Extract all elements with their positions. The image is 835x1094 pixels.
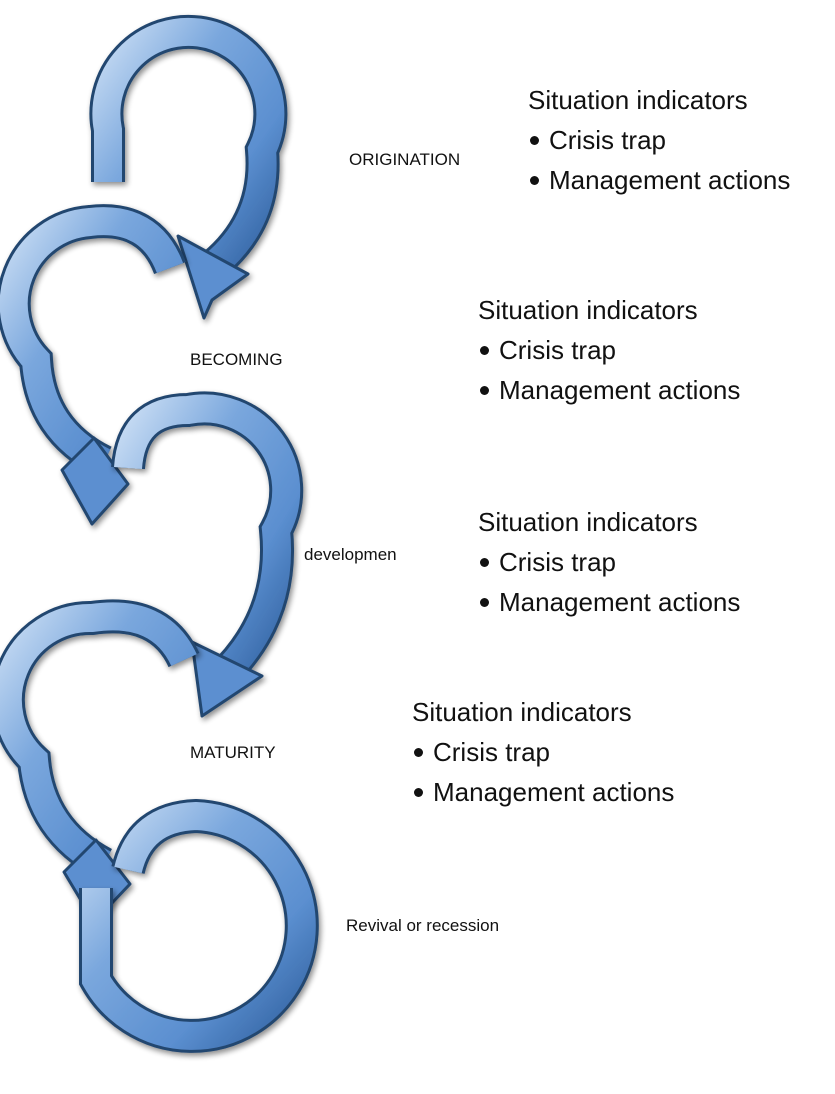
bullet-item: Management actions — [478, 370, 740, 410]
bullet-dot-icon — [480, 597, 489, 607]
bullet-text: Crisis trap — [549, 125, 667, 155]
bullet-text: Management actions — [549, 165, 791, 195]
bullet-item: Management actions — [412, 772, 674, 812]
bullet-text: Crisis trap — [433, 737, 551, 767]
bullet-text: Management actions — [433, 777, 675, 807]
info-heading: Situation indicators — [412, 697, 632, 727]
bullet-dot-icon — [480, 557, 489, 567]
curved-arrow-2-icon — [0, 204, 186, 526]
bullet-dot-icon — [414, 747, 423, 757]
bullet-item: Crisis trap — [478, 330, 740, 370]
bullet-item: Crisis trap — [412, 732, 674, 772]
info-heading: Situation indicators — [478, 295, 698, 325]
stage-label-origination: ORIGINATION — [349, 150, 461, 169]
bullet-dot-icon — [530, 175, 539, 185]
bullet-item: Crisis trap — [528, 120, 790, 160]
bullet-dot-icon — [414, 787, 423, 797]
stage-label-development: developmen — [304, 545, 397, 564]
bullet-text: Crisis trap — [499, 547, 617, 577]
info-block-1: Situation indicators Crisis trap Managem… — [528, 80, 790, 200]
info-block-2: Situation indicators Crisis trap Managem… — [478, 290, 740, 410]
stage-label-maturity: MATURITY — [190, 743, 276, 762]
bullet-item: Management actions — [478, 582, 740, 622]
curved-arrow-1-icon — [89, 14, 288, 320]
curved-arrow-5-icon — [79, 798, 319, 1053]
bullet-text: Management actions — [499, 375, 741, 405]
info-heading: Situation indicators — [478, 507, 698, 537]
curved-arrow-3-icon — [111, 391, 304, 718]
bullet-dot-icon — [480, 385, 489, 395]
bullet-dot-icon — [530, 135, 539, 145]
stage-label-revival: Revival or recession — [346, 916, 500, 935]
info-heading: Situation indicators — [528, 85, 748, 115]
bullet-dot-icon — [480, 345, 489, 355]
info-block-4: Situation indicators Crisis trap Managem… — [412, 692, 674, 812]
stage-label-becoming: BECOMING — [190, 350, 283, 369]
bullet-item: Crisis trap — [478, 542, 740, 582]
info-block-3: Situation indicators Crisis trap Managem… — [478, 502, 740, 622]
bullet-text: Management actions — [499, 587, 741, 617]
curved-arrow-4-icon — [0, 599, 200, 924]
bullet-text: Crisis trap — [499, 335, 617, 365]
bullet-item: Management actions — [528, 160, 790, 200]
